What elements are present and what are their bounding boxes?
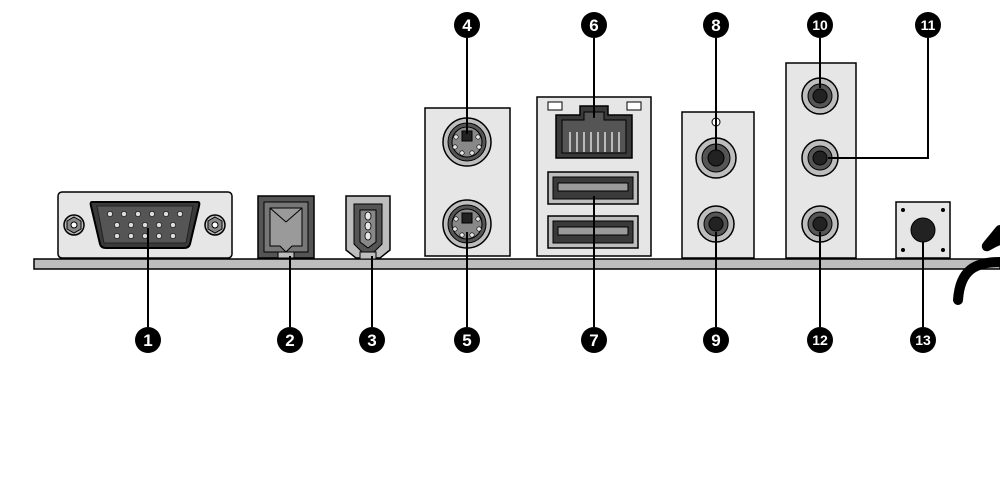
svg-text:12: 12 [812,332,828,348]
callout-10: 10 [807,12,833,38]
callout-6: 6 [581,12,607,38]
board-edge [33,258,1000,270]
callout-5: 5 [454,327,480,353]
callout-7: 7 [581,327,607,353]
svg-text:8: 8 [711,16,720,35]
callout-12: 12 [807,327,833,353]
svg-text:13: 13 [915,332,931,348]
vga-port-icon [57,191,233,259]
callout-1: 1 [135,327,161,353]
callout-8: 8 [703,12,729,38]
callout-11: 11 [915,12,941,38]
ps2-port-icon [424,107,511,257]
svg-text:6: 6 [589,16,598,35]
svg-text:2: 2 [285,331,294,350]
svg-text:1: 1 [143,331,152,350]
svg-text:10: 10 [812,17,828,33]
spdif-optical-icon [257,195,315,259]
svg-text:4: 4 [462,16,472,35]
callout-2: 2 [277,327,303,353]
svg-text:5: 5 [462,331,471,350]
svg-text:9: 9 [711,331,720,350]
svg-text:7: 7 [589,331,598,350]
callout-3: 3 [359,327,385,353]
svg-text:3: 3 [367,331,376,350]
callout-4: 4 [454,12,480,38]
audio-jacks-stack [785,62,857,259]
callout-13: 13 [910,327,936,353]
leader-lines [147,38,929,327]
callout-9: 9 [703,327,729,353]
audio-jack-icon [681,111,755,259]
cable [953,225,1000,305]
firewire-port-icon [345,195,391,260]
svg-text:11: 11 [921,17,936,33]
